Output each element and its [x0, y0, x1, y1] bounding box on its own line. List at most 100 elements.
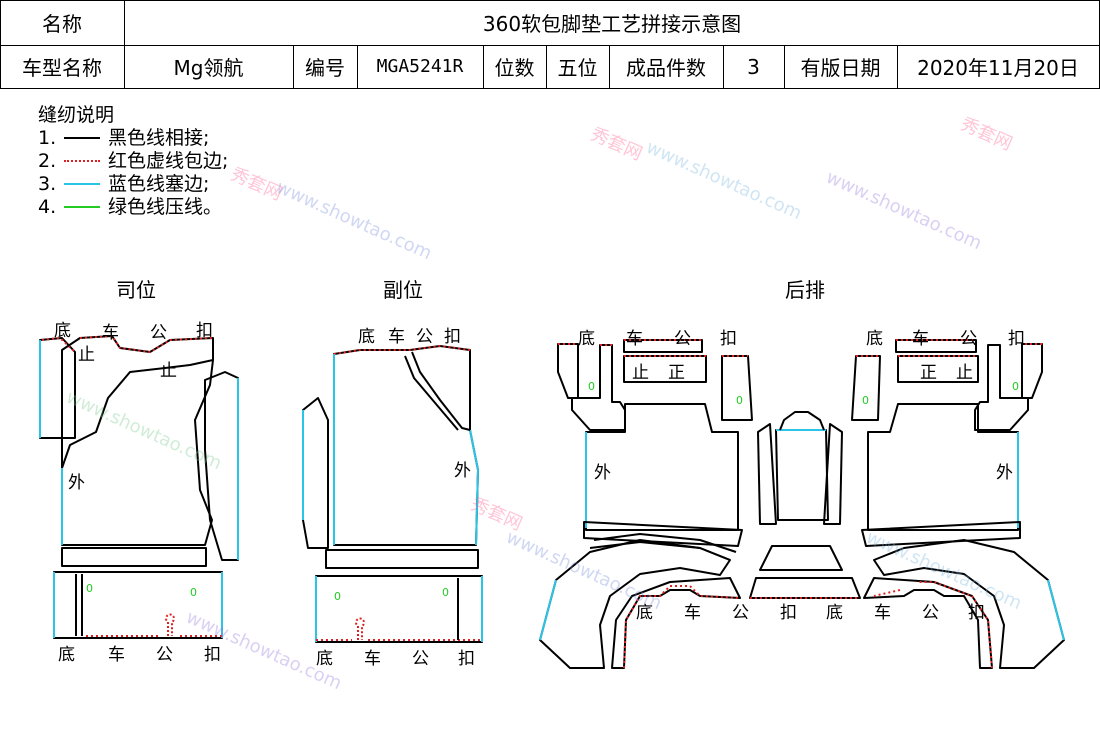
seat-label: 位数	[494, 56, 535, 80]
driver-main-panel	[61, 335, 214, 546]
rear-pieces	[539, 339, 1065, 669]
driver-pieces	[39, 335, 239, 639]
passenger-bottom-gong: 公	[412, 649, 429, 669]
rear-bottom-left-kou: 扣	[780, 603, 797, 623]
rear-right-band	[861, 521, 1021, 547]
driver-label-zheng-2: 止	[160, 361, 177, 381]
rear-right-label-kou: 扣	[1008, 329, 1025, 349]
rear-left-label-gong: 公	[674, 329, 691, 349]
rear-left-top-small	[557, 343, 579, 399]
rear-right-lower-inner-red	[873, 581, 993, 669]
code-label: 编号	[305, 56, 345, 80]
driver-label-che: 车	[102, 323, 119, 343]
driver-label-di: 底	[54, 321, 71, 341]
rear-right-label-box	[897, 355, 979, 383]
rear-left-label-kou: 扣	[720, 329, 737, 349]
count-label: 成品件数	[626, 56, 706, 80]
model-label: 车型名称	[22, 56, 102, 80]
passenger-pieces	[302, 345, 483, 643]
driver-front-divider	[75, 574, 83, 636]
rear-right-top-small	[1021, 343, 1043, 399]
name-label: 名称	[42, 12, 82, 36]
rear-center-left-strip	[757, 423, 777, 525]
rear-right-label-zheng-1: 正	[920, 363, 937, 383]
legend-title: 缝纫说明	[38, 104, 115, 126]
rear-right-label-gong: 公	[960, 329, 977, 349]
rear-right-tab	[851, 355, 881, 421]
driver-clip-mark	[165, 613, 175, 636]
rear-left-band	[583, 521, 743, 547]
rear-bottom-right-gong: 公	[922, 603, 939, 623]
driver-label-gong: 公	[150, 323, 167, 343]
legend-item-blue: 3. 蓝色线塞边;	[38, 172, 210, 195]
driver-label-zheng-1: 止	[78, 345, 95, 365]
driver-label-zero-2: 0	[190, 586, 197, 599]
legend-item-red: 2. 红色虚线包边;	[38, 149, 229, 172]
driver-label-wai: 外	[68, 473, 85, 493]
green-line-swatch	[64, 205, 100, 208]
passenger-clip-mark	[355, 617, 365, 640]
section-passenger-title: 副位	[383, 278, 423, 302]
passenger-bottom-kou: 扣	[458, 649, 475, 669]
driver-front-panel	[53, 571, 223, 639]
date-value: 2020年11月20日	[917, 56, 1079, 80]
rear-left-tab	[721, 355, 753, 421]
rear-left-label-di: 底	[578, 329, 595, 349]
rear-right-label-zero: 0	[1012, 380, 1019, 393]
rear-left-lower-inner	[611, 577, 741, 669]
driver-bottom-band	[61, 547, 207, 567]
blue-line-swatch	[64, 182, 100, 185]
rear-bottom-left-gong: 公	[732, 603, 749, 623]
rear-left-label-zheng-1: 止	[632, 363, 649, 383]
driver-side-strip	[204, 371, 239, 561]
driver-label-zero-1: 0	[86, 582, 93, 595]
passenger-label-wai: 外	[454, 461, 471, 481]
passenger-label-di: 底	[358, 327, 375, 347]
driver-bottom-che: 车	[108, 645, 125, 665]
passenger-left-strip	[302, 397, 329, 549]
rear-left-label-che: 车	[626, 329, 643, 349]
rear-right-label-wai: 外	[996, 463, 1013, 483]
rear-right-main	[867, 403, 1019, 531]
rear-right-arm	[974, 344, 1029, 431]
rear-bottom-right-kou: 扣	[968, 603, 985, 623]
passenger-main-panel-blue-r	[469, 429, 479, 546]
seat-value: 五位	[557, 56, 598, 80]
rear-left-label-zero: 0	[588, 380, 595, 393]
legend-item-black: 1. 黑色线相接;	[38, 126, 210, 149]
passenger-main-panel-red	[333, 345, 471, 355]
rear-left-lower-inner-red	[623, 585, 741, 669]
rear-left-lower-arc	[539, 539, 731, 669]
rear-center-right-strip	[823, 423, 843, 525]
sewing-legend: 缝纫说明 1. 黑色线相接; 2. 红色虚线包边; 3. 蓝色线塞边; 4. 绿…	[38, 104, 228, 218]
section-rear-title: 后排	[785, 278, 825, 302]
passenger-bottom-che: 车	[364, 649, 381, 669]
rear-center-panel	[775, 429, 829, 521]
rear-right-lower-arc-blue	[1047, 579, 1065, 641]
passenger-label-kou: 扣	[444, 327, 461, 347]
driver-bottom-gong: 公	[156, 645, 173, 665]
rear-left-arm	[571, 344, 626, 431]
rear-right-label-che: 车	[912, 329, 929, 349]
passenger-label-gong: 公	[416, 327, 433, 347]
passenger-label-zero-2: 0	[442, 586, 449, 599]
passenger-main-panel	[333, 345, 479, 546]
date-label: 有版日期	[800, 56, 881, 80]
rear-left-label-wai: 外	[594, 463, 611, 483]
rear-left-tab-zero: 0	[736, 394, 743, 407]
rear-left-main	[585, 403, 739, 531]
rear-right-lower-arc	[873, 539, 1065, 669]
rear-bottom-left-che: 车	[684, 603, 701, 623]
rear-left-label-box	[623, 355, 707, 383]
rear-center-bottom-bar	[749, 577, 861, 599]
red-dotted-swatch	[64, 159, 100, 162]
rear-right-label-zheng-2: 止	[956, 363, 973, 383]
driver-left-panel-red	[41, 337, 76, 353]
passenger-bottom-band	[325, 549, 479, 569]
rear-bottom-right-di: 底	[826, 603, 843, 623]
code-value: MGA5241R	[376, 56, 464, 77]
count-value: 3	[747, 54, 760, 79]
rear-right-label-di: 底	[866, 329, 883, 349]
rear-right-top-strip	[895, 339, 977, 353]
rear-left-curve-lines	[589, 533, 737, 561]
